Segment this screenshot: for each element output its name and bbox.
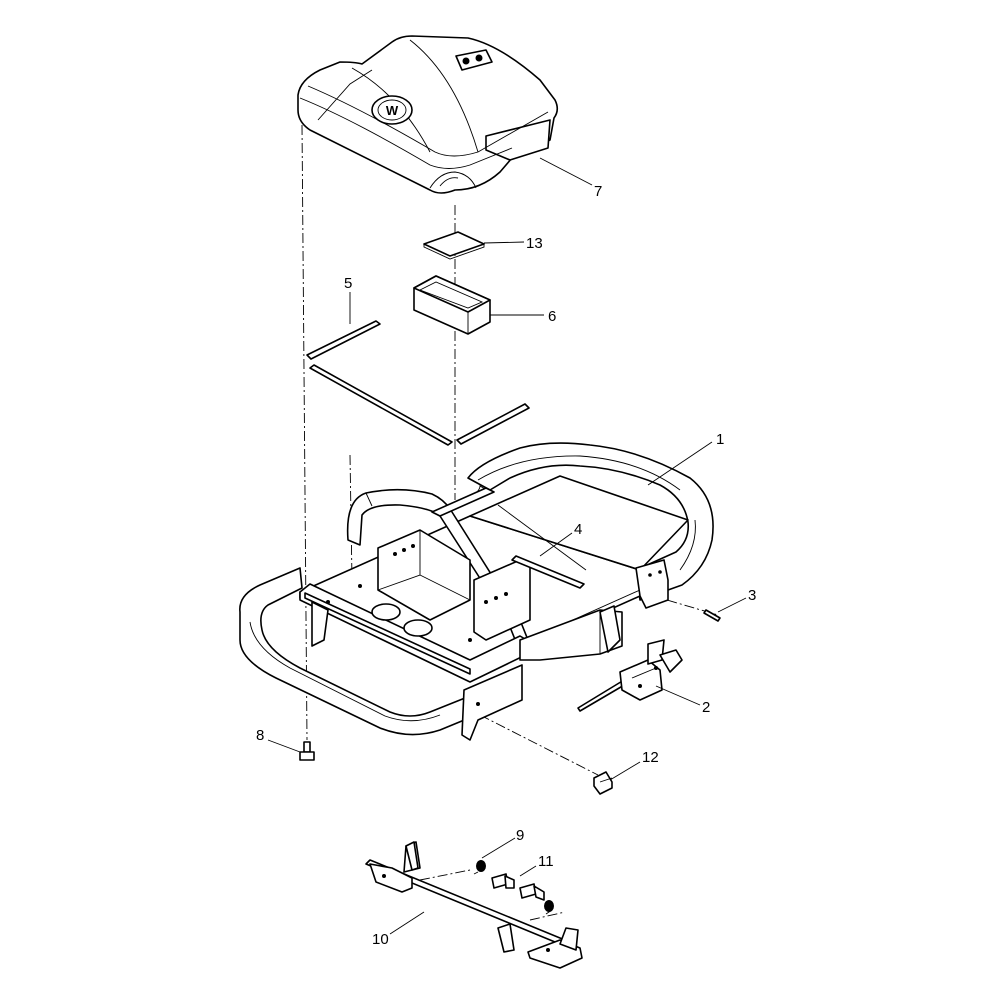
callout-10: 10 bbox=[372, 931, 389, 948]
leader-lines bbox=[267, 157, 747, 935]
callout-1: 1 bbox=[716, 431, 724, 448]
callout-6: 6 bbox=[548, 308, 556, 325]
callout-13: 13 bbox=[526, 235, 543, 252]
part-9-springs[interactable] bbox=[473, 860, 554, 915]
part-2-latch[interactable] bbox=[577, 639, 683, 712]
logo-badge: W bbox=[371, 95, 413, 125]
hour-meter bbox=[455, 49, 493, 71]
callout-3: 3 bbox=[748, 587, 756, 604]
part-3-pin[interactable] bbox=[703, 609, 721, 622]
logo-w-glyph: W bbox=[386, 103, 399, 118]
callout-2: 2 bbox=[702, 699, 710, 716]
part-8-bolt[interactable] bbox=[299, 741, 315, 761]
callout-8: 8 bbox=[256, 727, 264, 744]
part-10-bracket[interactable] bbox=[365, 841, 583, 969]
callout-7: 7 bbox=[594, 183, 602, 200]
callout-labels: 1 2 3 4 5 6 7 8 9 10 11 12 13 bbox=[256, 183, 756, 948]
callout-5: 5 bbox=[344, 275, 352, 292]
part-1-frame[interactable] bbox=[239, 442, 714, 741]
part-4-strip[interactable] bbox=[511, 555, 585, 589]
callout-4: 4 bbox=[574, 521, 582, 538]
part-7-cover[interactable]: W bbox=[297, 35, 559, 194]
part-5-strips[interactable] bbox=[306, 320, 530, 446]
part-11-shafts[interactable] bbox=[491, 873, 545, 901]
callout-9: 9 bbox=[516, 827, 524, 844]
part-13-pad[interactable] bbox=[423, 231, 485, 260]
callout-12: 12 bbox=[642, 749, 659, 766]
callout-11: 11 bbox=[538, 853, 554, 870]
part-12-bolt[interactable] bbox=[593, 771, 613, 795]
part-6-tube[interactable] bbox=[413, 275, 491, 335]
